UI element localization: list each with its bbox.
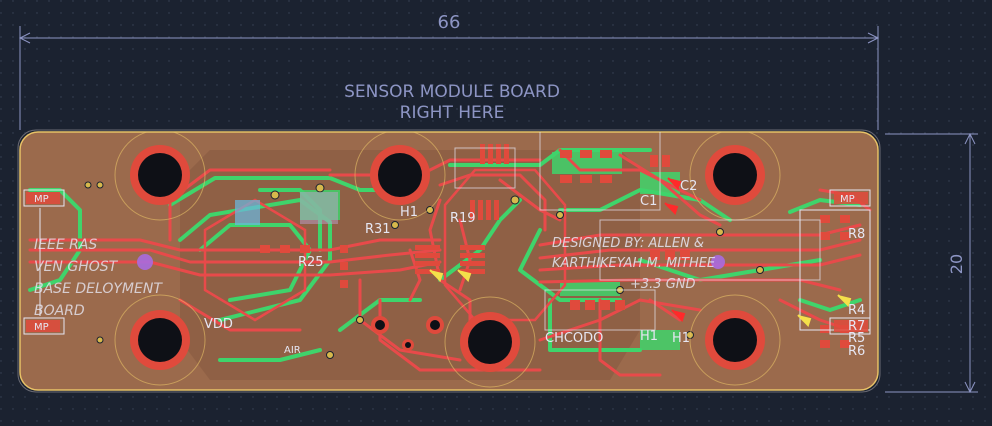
ref-r6: R6	[848, 344, 865, 359]
power-label: +3.3 GND	[630, 277, 696, 292]
height-dimension-label: 20	[947, 254, 966, 274]
ref-c1: C1	[640, 194, 657, 209]
silkscreen-left-line-3: BASE DELOYMENT	[34, 281, 163, 297]
mp-tag-top-left: MP	[34, 194, 49, 205]
designer-line-2: KARTHIKEYAH M. MITHEE	[552, 256, 716, 271]
keepout-marks	[137, 192, 725, 270]
silkscreen-outlines	[454, 132, 821, 331]
ref-r8: R8	[848, 227, 865, 242]
small-plated-holes	[371, 316, 444, 351]
silkscreen-left-line-4: BOARD	[34, 303, 85, 319]
mounting-hole-top-left[interactable]	[114, 130, 206, 221]
ref-r19: R19	[450, 211, 476, 226]
mounting-hole-top-center[interactable]	[354, 130, 446, 221]
width-dimension	[18, 26, 880, 130]
designer-line-1: DESIGNED BY: ALLEN &	[552, 236, 704, 251]
drc-markers-red[interactable]	[664, 177, 686, 323]
height-dimension	[885, 132, 978, 394]
ref-r25: R25	[298, 255, 324, 270]
smd-pads	[260, 144, 850, 348]
silkscreen-left-label: IEEE RAS VEN GHOST BASE DELOYMENT BOARD	[34, 237, 163, 319]
silkscreen-left-line-1: IEEE RAS	[34, 237, 97, 253]
title-line-2: RIGHT HERE	[400, 103, 505, 123]
mp-tag-top-right: MP	[840, 194, 855, 205]
inner-pour	[180, 150, 640, 380]
ref-h1-b: H1	[640, 329, 658, 344]
ref-r4: R4	[848, 303, 865, 318]
mounting-hole-bottom-center[interactable]	[444, 296, 536, 388]
ref-r7: R7	[848, 319, 865, 334]
ref-h1-c: H1	[672, 331, 690, 346]
ref-vdd: VDD	[204, 317, 233, 332]
mp-pads	[26, 192, 868, 332]
mounting-hole-bottom-right[interactable]	[689, 294, 781, 386]
connector-left	[23, 189, 65, 335]
silkscreen-designer: DESIGNED BY: ALLEN & KARTHIKEYAH M. MITH…	[552, 236, 716, 292]
mp-tag-bottom-left: MP	[34, 322, 49, 333]
ref-r5: R5	[848, 331, 865, 346]
ref-air: AIR	[284, 345, 301, 356]
title-line-1: SENSOR MODULE BOARD	[344, 82, 560, 102]
ref-r31: R31	[365, 222, 391, 237]
reference-designators: H1 H1 R31 R25 R19 R8 R7 R6 R5 R4 C2 C1 H…	[204, 179, 865, 359]
vias	[84, 181, 764, 359]
ref-h1-a: H1	[400, 205, 418, 220]
drc-markers-yellow[interactable]	[429, 269, 852, 328]
ref-chcodo: CHCODO	[545, 331, 603, 346]
width-dimension-label: 66	[438, 12, 461, 33]
ref-c2: C2	[680, 179, 697, 194]
silkscreen-left-line-2: VEN GHOST	[34, 259, 119, 275]
mounting-hole-bottom-left[interactable]	[114, 294, 206, 386]
